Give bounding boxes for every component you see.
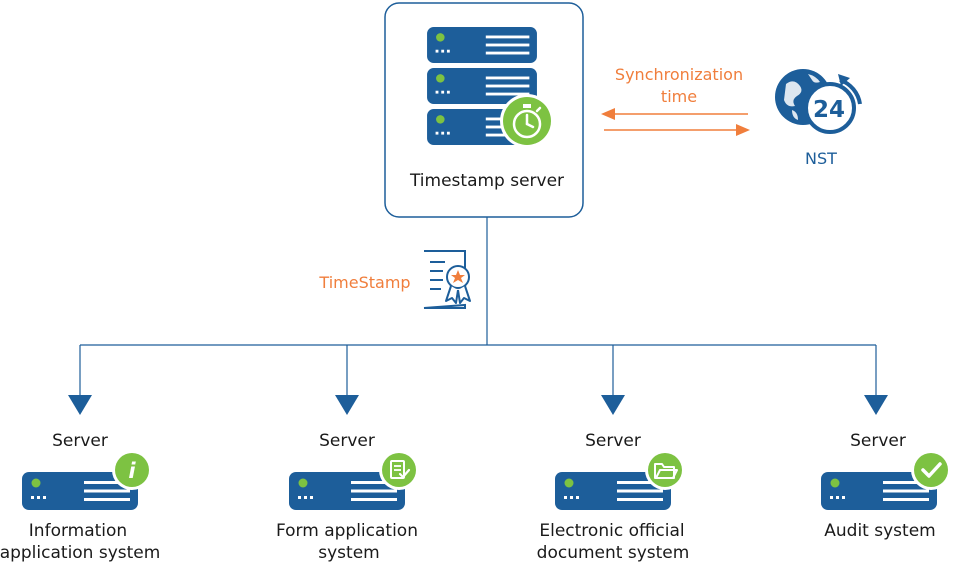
info-glyph: i [128, 459, 136, 483]
sync-label-line1: Synchronization [615, 65, 743, 84]
certificate-icon [423, 250, 471, 309]
server-header: Server [319, 431, 375, 451]
server-node-information[interactable]: Server i Information application system [0, 431, 160, 563]
server-node-document[interactable]: Server Electronic official document syst… [537, 431, 690, 563]
timestamp-doc-label: TimeStamp [318, 273, 410, 292]
arrow-down-4 [864, 395, 888, 415]
server-name-line1: Electronic official [539, 521, 684, 541]
nst-label: NST [805, 149, 837, 168]
folder-icon [645, 450, 685, 490]
server-node-form[interactable]: Server Form application system [276, 431, 419, 563]
arrow-down-3 [601, 395, 625, 415]
server-header: Server [52, 431, 108, 451]
sync-arrow-left-head [601, 108, 615, 120]
arrow-down-2 [335, 395, 359, 415]
server-header: Server [850, 431, 906, 451]
nst-clock-number: 24 [813, 97, 845, 123]
server-name-line1: Information [29, 521, 127, 541]
globe-clock-icon: 24 [775, 69, 862, 134]
sync-arrow-right-head [736, 124, 750, 136]
sync-link: Synchronization time [601, 65, 750, 136]
server-name-line1: Audit system [824, 521, 935, 541]
timestamp-server-label: Timestamp server [409, 171, 564, 191]
server-name-line2: application system [0, 543, 160, 563]
server-name-line1: Form application [276, 521, 418, 541]
server-node-audit[interactable]: Server Audit system [821, 431, 951, 541]
distribution-bus [68, 344, 888, 415]
timestamp-server-node[interactable]: Timestamp server [384, 2, 584, 218]
form-check-icon [379, 450, 419, 490]
checkmark-icon [911, 450, 951, 490]
nst-node[interactable]: 24 NST [775, 69, 862, 168]
server-header: Server [585, 431, 641, 451]
info-icon: i [112, 450, 152, 490]
server-name-line2: document system [537, 543, 690, 563]
sync-label-line2: time [661, 87, 697, 106]
arrow-down-1 [68, 395, 92, 415]
stopwatch-icon [500, 94, 554, 148]
server-name-line2: system [318, 543, 379, 563]
